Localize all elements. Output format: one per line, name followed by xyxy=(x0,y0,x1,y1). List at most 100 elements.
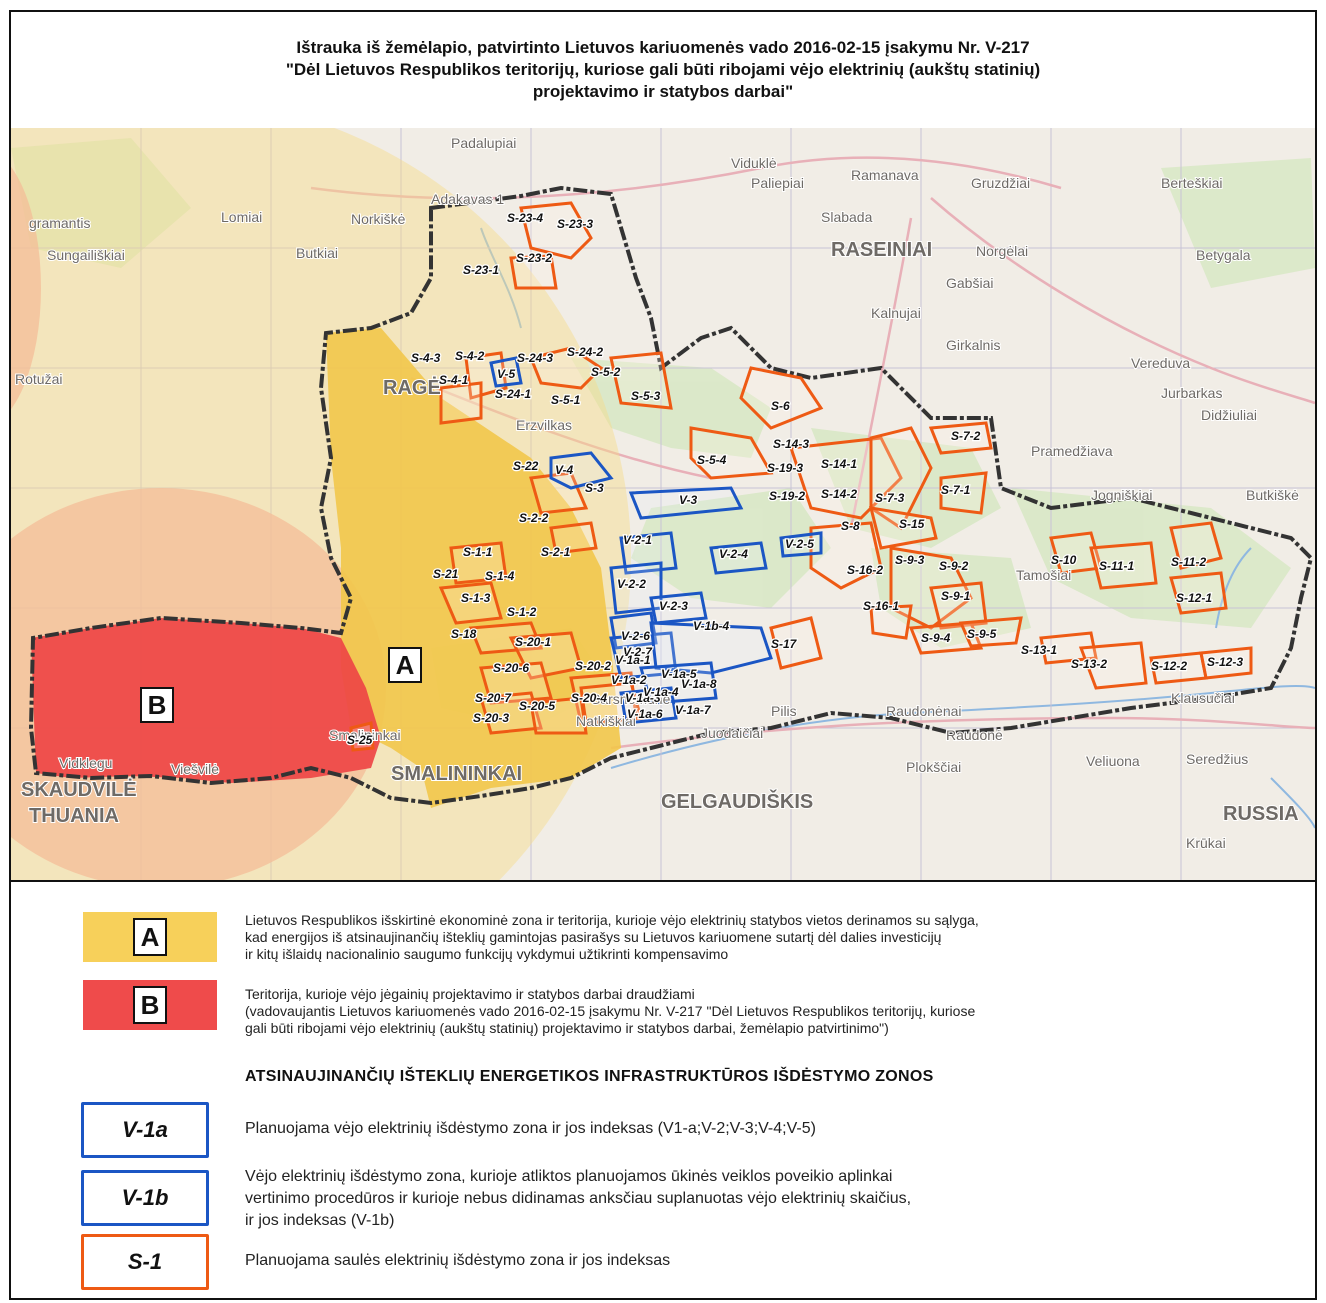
solar-zone-label: S-23-3 xyxy=(557,217,593,231)
legend-swatch-a-letter: A xyxy=(133,918,167,956)
legend-section-heading: ATSINAUJINANČIŲ IŠTEKLIŲ ENERGETIKOS INF… xyxy=(245,1068,934,1085)
place-name: Tamošiai xyxy=(1016,567,1071,583)
solar-zone-label: S-13-2 xyxy=(1071,657,1107,671)
solar-zone-label: S-23-4 xyxy=(507,211,543,225)
solar-zone-label: S-20-6 xyxy=(493,661,529,675)
solar-zone-label: S-13-1 xyxy=(1021,643,1057,657)
solar-zone-label: S-11-2 xyxy=(1171,555,1206,569)
solar-zone-label: S-12-3 xyxy=(1207,655,1243,669)
legend-v1b-line-2: vertinimo procedūros ir kurioje nebus di… xyxy=(245,1190,912,1207)
solar-zone-label: S-9-1 xyxy=(941,589,971,603)
solar-zone-label: S-20-1 xyxy=(515,635,551,649)
place-name: Kalnujai xyxy=(871,305,921,321)
place-name: Pilis xyxy=(771,703,797,719)
place-name: Norgėlai xyxy=(976,243,1028,259)
map-zone-b-label: B xyxy=(148,690,167,720)
solar-zone-label: S-20-2 xyxy=(575,659,611,673)
map-canvas: A B ViduklėPaliepiaiRamanavaGruzdžiaiBer… xyxy=(11,128,1315,880)
solar-zone-label: S-24-1 xyxy=(495,387,531,401)
solar-zone-label: S-9-4 xyxy=(921,631,951,645)
wind-zone-label: V-1a-5 xyxy=(661,667,697,681)
place-name: Berteškiai xyxy=(1161,175,1222,191)
solar-zone-label: S-14-3 xyxy=(773,437,809,451)
place-name: Lomiai xyxy=(221,209,262,225)
legend-v1b-text: Vėjo elektrinių išdėstymo zona, kurioje … xyxy=(245,1166,911,1232)
map-title-line-3: projektavimo ir statybos darbai" xyxy=(532,82,794,101)
wind-zone-label: V-2-3 xyxy=(659,599,688,613)
legend-s1-text: Planuojama saulės elektrinių išdėstymo z… xyxy=(245,1252,671,1269)
wind-zone-label: V-1a-8 xyxy=(681,677,717,691)
map-zone-labels: A B xyxy=(140,647,422,723)
legend-swatch-b-letter: B xyxy=(133,986,167,1024)
solar-zone-label: S-7-2 xyxy=(951,429,981,443)
legend-zone-b-line-2: (vadovaujantis Lietuvos kariuomenės vado… xyxy=(245,1003,976,1019)
place-name: Butkiai xyxy=(296,245,338,261)
solar-zone-label: S-19-2 xyxy=(769,489,805,503)
solar-zone-label: S-21 xyxy=(433,567,459,581)
legend-swatch-s1: S-1 xyxy=(81,1234,209,1290)
solar-zone-label: S-23-2 xyxy=(516,251,552,265)
solar-zone-label: S-7-3 xyxy=(875,491,905,505)
solar-zone-label: S-10 xyxy=(1051,553,1077,567)
solar-zone-label: S-8 xyxy=(841,519,860,533)
place-name: Betygala xyxy=(1196,247,1251,263)
municipality-boundary xyxy=(28,185,1314,806)
wind-zone-label: V-4 xyxy=(555,463,574,477)
place-name: Klausučiai xyxy=(1171,690,1235,706)
place-name: Seredžius xyxy=(1186,751,1248,767)
solar-zone-label: S-5-2 xyxy=(591,365,621,379)
solar-zone-label: S-20-5 xyxy=(519,699,555,713)
solar-zone-label: S-20-4 xyxy=(571,691,607,705)
solar-zone-label: S-9-3 xyxy=(895,553,925,567)
map-title-line-1: Ištrauka iš žemėlapio, patvirtinto Lietu… xyxy=(296,38,1030,57)
place-name: RASEINIAI xyxy=(831,239,932,261)
wind-zone-label: V-2-7 xyxy=(623,645,653,659)
solar-zone-label: S-4-1 xyxy=(439,373,469,387)
solar-zone-label: S-1-2 xyxy=(507,605,537,619)
solar-zone-label: S-9-5 xyxy=(967,627,997,641)
solar-zones xyxy=(349,201,1253,752)
legend-zone-a-line-3: ir kitų išlaidų nacionalinio saugumo fun… xyxy=(245,946,729,962)
solar-zone-label: S-24-3 xyxy=(517,351,553,365)
place-name: Veliuona xyxy=(1086,753,1140,769)
wind-zone-label: V-2-1 xyxy=(623,533,652,547)
wind-zone-labels: V-5V-4V-3V-2-1V-2-2V-2-3V-2-4V-2-5V-2-6V… xyxy=(496,366,816,723)
wind-zone-label: V-2-2 xyxy=(617,577,646,591)
place-name: Ramanava xyxy=(851,167,919,183)
solar-zone-label: S-7-1 xyxy=(941,483,971,497)
legend-swatch-v1a: V-1a xyxy=(81,1102,209,1158)
map-title-line-2: "Dėl Lietuvos Respublikos teritorijų, ku… xyxy=(285,60,1041,79)
zone-b-area xyxy=(31,618,381,783)
solar-zone-label: S-16-1 xyxy=(863,599,899,613)
solar-zone-label: S-22 xyxy=(513,459,539,473)
solar-zone-label: S-11-1 xyxy=(1099,559,1134,573)
place-name: gramantis xyxy=(29,215,90,231)
place-name: Sungailiškiai xyxy=(47,247,125,263)
place-name: Raudonė xyxy=(946,727,1003,743)
place-name: THUANIA xyxy=(29,805,119,827)
place-name: SMALININKAI xyxy=(391,763,522,785)
wind-zone-label: V-1a-4 xyxy=(643,685,679,699)
wind-zone-label: V-2-6 xyxy=(621,629,650,643)
place-name: Viešvilė xyxy=(171,761,219,777)
place-name: Girkalnis xyxy=(946,337,1000,353)
solar-zone-label: S-15 xyxy=(899,517,925,531)
place-name: Adakavas 1 xyxy=(431,191,504,207)
roads xyxy=(310,156,1315,750)
solar-zone-label: S-14-1 xyxy=(821,457,857,471)
wind-zone-label: V-1a-6 xyxy=(627,707,663,721)
solar-zone-label: S-16-2 xyxy=(847,563,883,577)
place-name: Juodaičiai xyxy=(701,725,763,741)
place-name: Natkiškiai xyxy=(576,713,636,729)
place-name: Jogniškiai xyxy=(1091,487,1152,503)
legend-swatch-v1b: V-1b xyxy=(81,1170,209,1226)
place-name: SKAUDVILĖ xyxy=(21,778,137,801)
solar-zone-label: S-2-1 xyxy=(541,545,571,559)
place-name: Vidklegu xyxy=(59,755,112,771)
solar-zone-label: S-5-1 xyxy=(551,393,581,407)
legend-zone-a-line-1: Lietuvos Respublikos išskirtinė ekonomin… xyxy=(245,912,979,928)
wind-zone-label: V-1a-3 xyxy=(625,691,661,705)
place-name: Rotužai xyxy=(15,371,62,387)
